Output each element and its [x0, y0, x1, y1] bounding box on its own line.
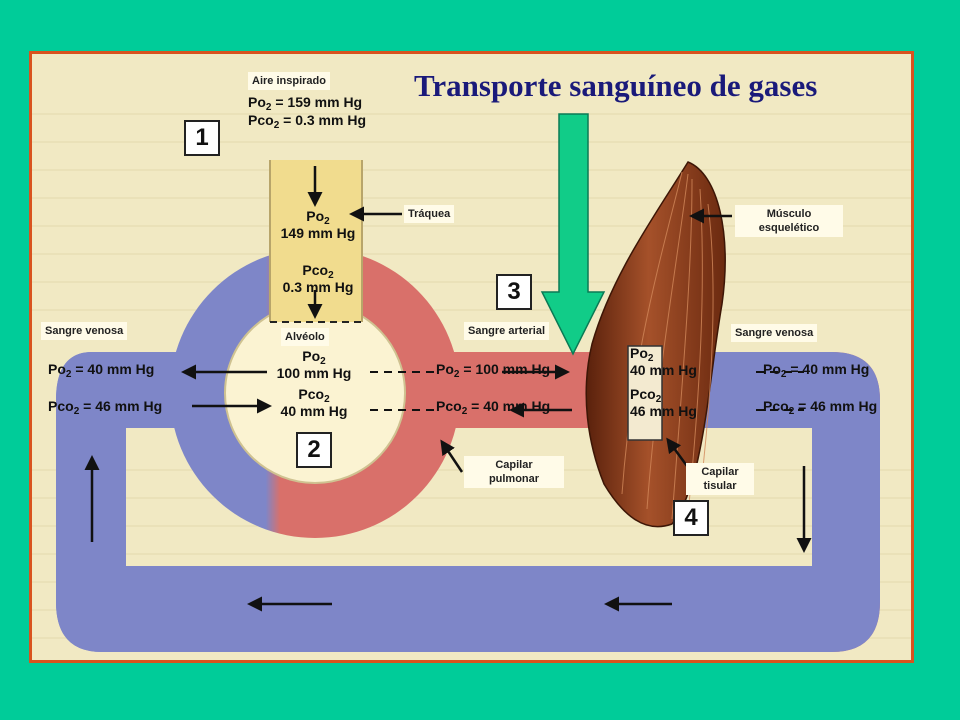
- step-2-badge: 2: [296, 432, 332, 468]
- arterial-pco2: Pco2 = 40 mm Hg: [436, 398, 551, 417]
- venosa-izq-pco2: Pco2 = 46 mm Hg: [48, 398, 163, 417]
- arrow-capillary-tisular: [666, 437, 689, 467]
- step-3-badge: 3: [496, 274, 532, 310]
- venosa-der-pco2: Pco2 = 46 mm Hg: [763, 398, 878, 417]
- label-sangre-venosa-right: Sangre venosa: [731, 324, 818, 342]
- arterial-po2: Po2 = 100 mm Hg: [436, 361, 551, 380]
- diagram-artwork: [32, 54, 911, 660]
- arrow-capillary-pulmonar: [440, 439, 464, 473]
- step-1-badge: 1: [184, 120, 220, 156]
- venous-vessel-right: [654, 352, 880, 652]
- venosa-izq-po2: Po2 = 40 mm Hg: [48, 361, 155, 380]
- venosa-der-po2: Po2 = 40 mm Hg: [763, 361, 870, 380]
- tissue-capillary-plate: [627, 345, 663, 441]
- big-green-arrow: [540, 113, 606, 356]
- label-traquea: Tráquea: [404, 205, 455, 223]
- venous-vessel-bottom: [56, 352, 654, 652]
- diagram-frame: [29, 51, 914, 663]
- aire-po2: Po2 = 159 mm Hg: [248, 94, 363, 113]
- label-alveolo: Alvéolo: [281, 328, 329, 346]
- page-title: Transporte sanguíneo de gases: [414, 68, 818, 103]
- label-sangre-arterial: Sangre arterial: [464, 322, 550, 340]
- label-aire-inspirado: Aire inspirado: [248, 72, 330, 90]
- label-sangre-venosa-left: Sangre venosa: [41, 322, 128, 340]
- aire-pco2: Pco2 = 0.3 mm Hg: [248, 112, 367, 131]
- step-4-badge: 4: [673, 500, 709, 536]
